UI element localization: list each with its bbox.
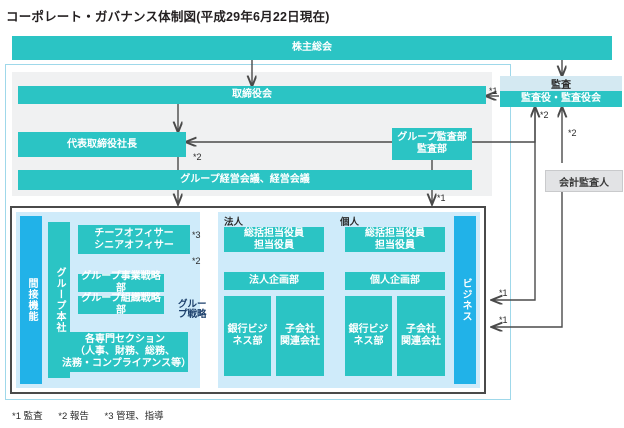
marker-accounting-to-auditors: *2 [568,128,577,138]
corporate-bank-business-box: 銀行ビジ ネス部 [224,296,271,376]
corporate-officer-line1: 総括担当役員 [244,227,304,239]
marker-auditdept-to-business: *1 [437,193,446,203]
board-of-directors-box: 取締役会 [18,86,486,104]
group-org-strategy-box: グループ組織戦略部 [78,293,164,316]
group-business-strategy-box: グループ事業戦略部 [78,271,164,294]
group-audit-dept-box: グループ監査部 監査部 [392,128,472,160]
marker-manage-guide: *3 [192,230,201,240]
indirect-function-label: 間接機能 [20,216,42,384]
group-audit-dept-line2: 監査部 [417,144,447,155]
bank-business-line1: 銀行ビジ [227,324,268,336]
audit-header-box: 監査 [500,76,622,91]
accounting-auditor-box: 会計監査人 [545,170,623,192]
marker-auditdept-to-president: *2 [193,152,202,162]
legend-item-1: *1 監査 [12,411,43,422]
management-meeting-box: グループ経営会議、経営会議 [18,170,472,190]
group-strategy-label: グルー プ戦略 [178,299,218,321]
legend-item-2: *2 報告 [58,411,89,422]
legend-item-3: *3 管理、指導 [104,411,164,422]
group-strategy-line1: グルー [178,299,207,310]
specialist-sections-box: 各専門セクション （人事、財務、総務、 法務・コンプライアンス等） [62,332,192,372]
sections-line2: （人事、財務、総務、 [75,346,175,358]
auditors-box: 監査役・監査役会 [500,91,622,107]
individual-bank-business-box: 銀行ビジ ネス部 [345,296,392,376]
subsidiary-line1: 子会社 [285,324,315,336]
group-audit-dept-line1: グループ監査部 [397,132,467,144]
marker-auditors-to-business: *1 [499,288,508,298]
chief-officer-line1: チーフオフィサー [94,227,174,239]
marker-accounting-to-business: *1 [499,315,508,325]
bank-business-line1-2: 銀行ビジ [348,324,389,336]
individual-planning-box: 個人企画部 [345,272,445,290]
legend: *1 監査 *2 報告 *3 管理、指導 [12,408,177,422]
group-strategy-line2: プ戦略 [178,309,207,321]
subsidiary-line2-2: 関連会社 [401,336,441,347]
individual-subsidiary-box: 子会社 関連会社 [397,296,445,376]
marker-auditdept-to-auditors: *2 [540,110,549,120]
marker-auditors-to-board: *1 [489,86,498,96]
sections-line1: 各専門セクション [85,334,165,346]
individual-officer-line2: 担当役員 [375,239,415,251]
chief-officer-line2: シニアオフィサー [94,239,174,251]
bank-business-line2-2: ネス部 [353,336,384,347]
president-box: 代表取締役社長 [18,132,186,157]
business-label: ビジネス [454,216,476,384]
subsidiary-line2: 関連会社 [280,336,320,347]
marker-report-to-hq: *2 [192,256,201,266]
corporate-column-label: 法人 [224,217,244,228]
individual-officer-box: 総括担当役員 担当役員 [345,227,445,252]
corporate-planning-box: 法人企画部 [224,272,324,290]
corporate-subsidiary-box: 子会社 関連会社 [276,296,324,376]
corporate-officer-box: 総括担当役員 担当役員 [224,227,324,252]
chief-officer-box: チーフオフィサー シニアオフィサー [78,225,190,254]
corporate-officer-line2: 担当役員 [254,239,294,251]
sections-line3: 法務・コンプライアンス等） [62,357,192,369]
shareholders-meeting-box: 株主総会 [12,36,612,60]
individual-officer-line1: 総括担当役員 [365,227,425,239]
bank-business-line2: ネス部 [232,336,263,347]
page-title: コーポレート・ガバナンス体制図(平成29年6月22日現在) [6,10,330,24]
subsidiary-line1-2: 子会社 [406,324,436,336]
individual-column-label: 個人 [340,217,360,228]
